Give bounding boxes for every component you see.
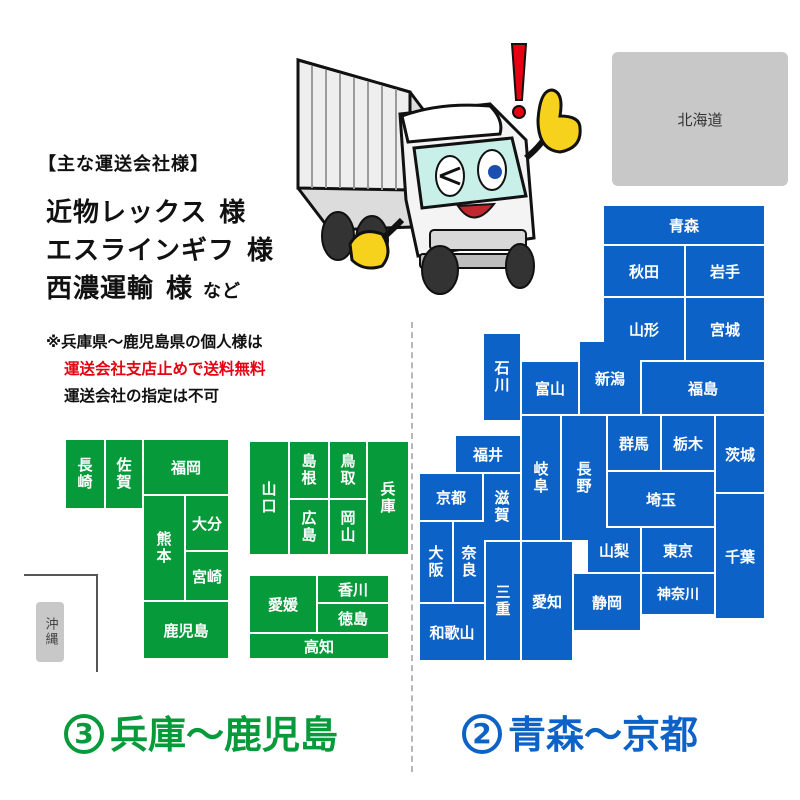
- pref-wakayama: 和歌山: [420, 604, 484, 660]
- pref-tottori: 鳥取: [330, 442, 366, 498]
- pref-mie: 三重: [486, 542, 520, 660]
- carrier-item: 西濃運輸様など: [46, 268, 241, 305]
- pref-shimane: 島根: [290, 442, 328, 498]
- pref-niigata: 新潟: [580, 342, 640, 414]
- note-line-2: 運送会社支店止めで送料無料: [64, 360, 266, 378]
- carrier-suffix: 様: [219, 198, 247, 228]
- region-divider: [411, 322, 413, 772]
- pref-miyazaki: 宮崎: [186, 552, 228, 600]
- carrier-etc: など: [203, 281, 242, 302]
- pref-tokyo: 東京: [642, 528, 714, 572]
- note-line-3: 運送会社の指定は不可: [64, 387, 220, 405]
- note-line-1: ※兵庫県～鹿児島県の個人様は: [46, 333, 263, 351]
- pref-toyama: 富山: [522, 362, 578, 414]
- pref-shizuoka: 静岡: [574, 574, 640, 630]
- pref-tochigi: 栃木: [662, 416, 714, 470]
- carrier-name: エスラインギフ: [46, 236, 236, 266]
- region2-number-badge: 2: [462, 713, 502, 754]
- pref-kagoshima: 鹿児島: [144, 602, 228, 658]
- pref-osaka: 大阪: [420, 522, 452, 602]
- region3-title-text: 兵庫～鹿児島: [110, 713, 339, 757]
- carrier-name: 近物レックス: [46, 198, 208, 228]
- pref-saitama: 埼玉: [608, 472, 714, 526]
- pref-saga: 佐賀: [106, 440, 142, 508]
- pref-okayama: 岡山: [330, 500, 366, 554]
- pref-akita: 秋田: [604, 246, 684, 296]
- pref-iwate: 岩手: [686, 246, 764, 296]
- carrier-item: エスラインギフ様: [46, 230, 274, 267]
- pref-fukushima: 福島: [642, 362, 764, 414]
- pref-aichi: 愛知: [522, 542, 572, 660]
- pref-hiroshima: 広島: [290, 500, 328, 554]
- pref-aomori: 青森: [604, 206, 764, 244]
- pref-yamanashi: 山梨: [588, 528, 640, 572]
- pref-nagano: 長野: [562, 416, 606, 540]
- pref-chiba: 千葉: [716, 494, 764, 618]
- pref-gifu: 岐阜: [522, 416, 560, 540]
- truck-mascot-illustration: [296, 43, 582, 295]
- region3-number-badge: 3: [64, 713, 104, 754]
- pref-yamaguchi: 山口: [250, 442, 288, 554]
- region2-title-text: 青森～京都: [508, 713, 699, 757]
- pref-miyagi: 宮城: [686, 298, 764, 360]
- pref-ibaraki: 茨城: [716, 416, 764, 492]
- carrier-suffix: 様: [247, 236, 275, 266]
- pref-fukui: 福井: [456, 436, 520, 472]
- pref-kochi: 高知: [250, 634, 388, 658]
- pref-kyoto: 京都: [420, 474, 482, 520]
- pref-gunma: 群馬: [608, 416, 660, 470]
- pref-kumamoto: 熊本: [144, 496, 184, 600]
- pref-ishikawa: 石川: [484, 334, 520, 420]
- carrier-item: 近物レックス様: [46, 192, 246, 229]
- pref-kagawa: 香川: [318, 576, 388, 602]
- pref-hyogo: 兵庫: [368, 442, 408, 554]
- pref-okinawa: 沖縄: [36, 602, 64, 662]
- carriers-heading: 【主な運送会社様】: [38, 154, 209, 175]
- pref-kanagawa: 神奈川: [642, 574, 714, 614]
- pref-ehime: 愛媛: [250, 576, 316, 632]
- pref-nara: 奈良: [454, 522, 484, 602]
- pref-shiga: 滋賀: [484, 474, 520, 540]
- okinawa-inset-frame: [24, 574, 98, 672]
- carrier-name: 西濃運輸: [46, 274, 155, 304]
- carrier-suffix: 様: [166, 274, 194, 304]
- pref-hokkaido: 北海道: [612, 52, 788, 186]
- pref-oita: 大分: [186, 496, 228, 550]
- pref-nagasaki: 長崎: [66, 440, 104, 508]
- pref-tokushima: 徳島: [318, 604, 388, 632]
- pref-fukuoka: 福岡: [144, 440, 228, 494]
